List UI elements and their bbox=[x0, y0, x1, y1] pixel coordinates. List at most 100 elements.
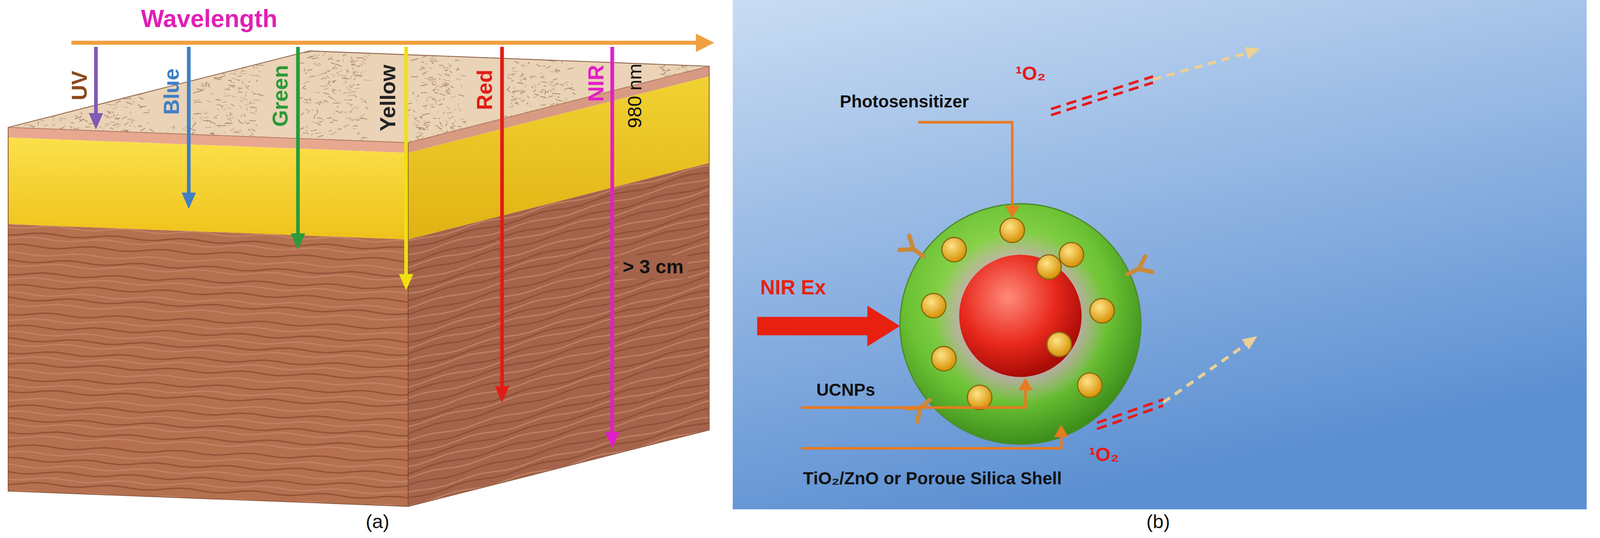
tissue-fiber bbox=[256, 66, 258, 69]
tissue-fiber bbox=[345, 124, 348, 126]
species-label: ¹O₂ bbox=[1015, 62, 1046, 85]
tissue-fiber bbox=[203, 88, 205, 91]
tissue-fiber bbox=[553, 87, 555, 92]
tissue-fiber bbox=[356, 65, 360, 67]
tissue-fiber bbox=[543, 65, 546, 68]
tissue-fiber bbox=[240, 114, 246, 117]
tissue-fiber bbox=[343, 92, 351, 94]
tissue-fiber bbox=[550, 88, 554, 91]
species-label: ¹O₂ bbox=[1089, 444, 1120, 466]
tissue-fiber bbox=[411, 58, 419, 61]
tissue-fiber bbox=[414, 110, 416, 113]
tissue-fiber bbox=[209, 121, 216, 124]
tissue-fiber bbox=[346, 103, 353, 105]
wavelength-arrow bbox=[71, 40, 699, 45]
tissue-fiber bbox=[43, 124, 49, 127]
singlet-oxygen-path bbox=[1096, 400, 1164, 424]
penetration-arrow bbox=[404, 46, 409, 277]
tissue-fiber bbox=[448, 87, 450, 91]
tissue-fiber bbox=[343, 125, 350, 128]
tissue-fiber bbox=[248, 81, 251, 83]
tissue-fiber bbox=[441, 84, 448, 86]
tissue-fiber bbox=[329, 130, 332, 132]
arrow-head bbox=[399, 274, 414, 291]
tissue-fiber bbox=[307, 56, 314, 59]
tissue-fiber bbox=[431, 98, 436, 99]
tissue-fiber bbox=[148, 109, 150, 112]
tissue-fiber bbox=[435, 80, 437, 85]
tissue-fiber bbox=[312, 109, 313, 111]
tissue-fiber bbox=[304, 69, 305, 72]
tissue-fiber bbox=[437, 89, 439, 91]
tissue-fiber bbox=[445, 91, 448, 93]
tissue-fiber bbox=[364, 56, 369, 59]
tissue-fiber bbox=[40, 120, 45, 122]
tissue-fiber bbox=[230, 112, 231, 115]
label-holder: Green bbox=[268, 64, 293, 127]
tissue-fiber bbox=[246, 107, 248, 111]
tissue-fiber bbox=[444, 73, 449, 76]
muscle-streak bbox=[408, 319, 715, 399]
tissue-fiber bbox=[133, 100, 135, 104]
tissue-fiber bbox=[199, 120, 201, 123]
tissue-fiber bbox=[361, 101, 364, 103]
tissue-fiber bbox=[79, 119, 84, 123]
tissue-fiber bbox=[533, 84, 537, 88]
tissue-fiber bbox=[533, 95, 538, 99]
tissue-fiber bbox=[345, 117, 352, 119]
axis-title: Wavelength bbox=[141, 4, 278, 32]
tissue-fiber bbox=[224, 93, 226, 95]
tissue-fiber bbox=[350, 57, 352, 60]
panel-label: (a) bbox=[365, 511, 390, 533]
tissue-fiber bbox=[522, 78, 525, 80]
tissue-fiber bbox=[200, 116, 202, 119]
muscle-streak bbox=[8, 391, 413, 407]
tissue-fiber bbox=[363, 80, 372, 81]
tissue-fiber bbox=[28, 124, 35, 127]
tissue-fiber bbox=[363, 58, 367, 61]
tissue-fiber bbox=[449, 65, 452, 67]
tissue-fiber bbox=[443, 65, 445, 69]
muscle-streak bbox=[408, 435, 715, 516]
tissue-fiber bbox=[338, 90, 342, 92]
tissue-fiber bbox=[244, 94, 247, 98]
tissue-fiber bbox=[534, 94, 539, 96]
tissue-fiber bbox=[63, 125, 66, 128]
tissue-fiber bbox=[352, 91, 356, 93]
tissue-fiber bbox=[445, 84, 450, 88]
tissue-fiber bbox=[225, 104, 227, 107]
tissue-fiber bbox=[240, 123, 244, 124]
tissue-fiber bbox=[511, 74, 514, 77]
tissue-fiber bbox=[196, 89, 204, 91]
tissue-fiber bbox=[350, 89, 352, 93]
tissue-fiber bbox=[414, 116, 415, 120]
tissue-fiber bbox=[256, 80, 258, 82]
tissue-fiber bbox=[520, 73, 524, 77]
tissue-fiber bbox=[200, 83, 204, 85]
tissue-fiber bbox=[418, 127, 421, 130]
tissue-fiber bbox=[545, 91, 547, 94]
tissue-fiber bbox=[368, 53, 370, 56]
tissue-fiber bbox=[323, 88, 329, 90]
antibody-symbol bbox=[1127, 256, 1153, 275]
arrow-head bbox=[1054, 425, 1069, 438]
tissue-fiber bbox=[424, 106, 427, 110]
tissue-fiber bbox=[447, 56, 449, 59]
tissue-fiber bbox=[454, 60, 459, 62]
tissue-fiber bbox=[433, 118, 437, 120]
leader-line bbox=[918, 122, 1013, 209]
tissue-fiber bbox=[303, 132, 305, 134]
tissue-fiber bbox=[459, 108, 461, 112]
tissue-fiber bbox=[17, 126, 19, 127]
tissue-fiber bbox=[323, 77, 327, 79]
label-holder: UV bbox=[67, 70, 92, 101]
tissue-fiber bbox=[246, 86, 250, 88]
tissue-fiber bbox=[353, 70, 355, 74]
tissue-fiber bbox=[228, 123, 230, 126]
tissue-fiber bbox=[356, 84, 359, 86]
tissue-fiber bbox=[511, 80, 515, 82]
tissue-fiber bbox=[332, 89, 337, 90]
tissue-fiber bbox=[360, 113, 365, 117]
tissue-fiber bbox=[224, 132, 225, 133]
tissue-fiber bbox=[513, 61, 519, 64]
